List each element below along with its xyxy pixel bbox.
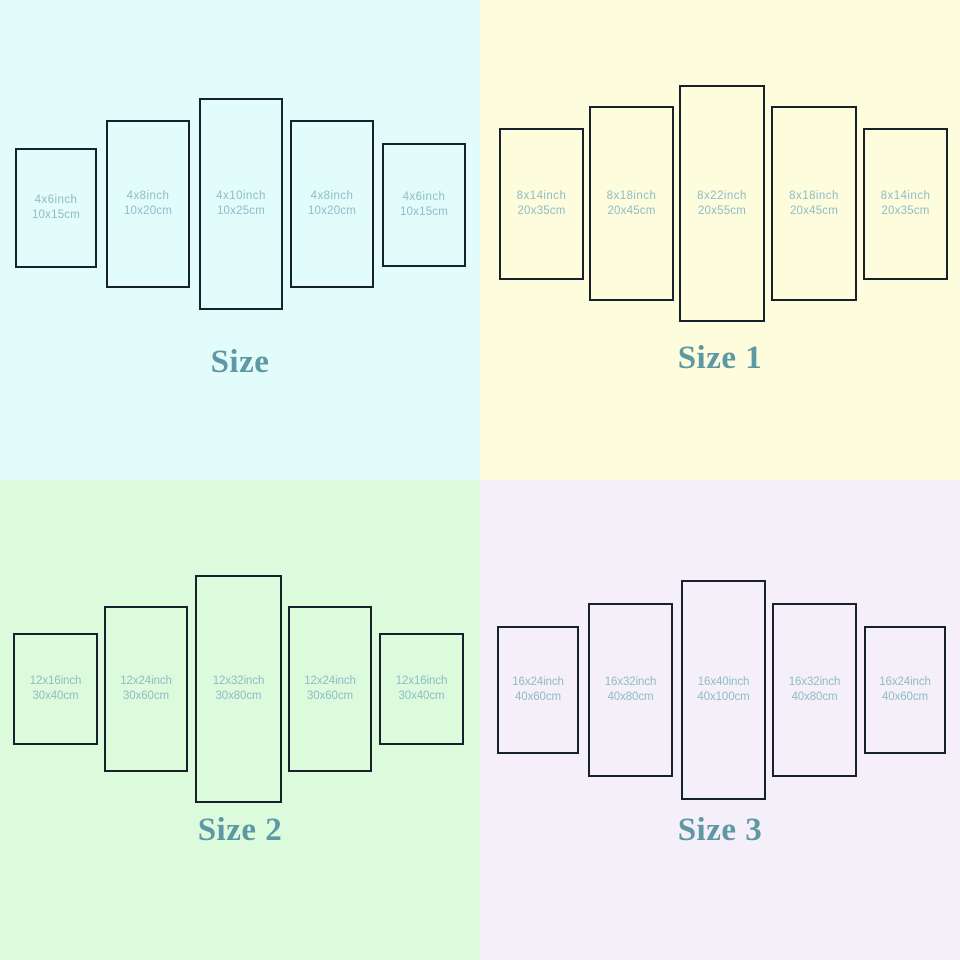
panel-size-inches: 16x24inch [879,676,931,689]
panel-group-size: 4x6inch 10x15cm 4x8inch 10x20cm 4x10inch 10x2… [0,0,480,480]
panel-size-inches: 12x24inch [120,675,172,688]
section-title-size-3: Size 3 [677,812,763,848]
panel-size-inches: 8x18inch [606,189,657,202]
panel-size-cm: 10x20cm [123,205,173,217]
section-size-2: 12x16inch 30x40cm 12x24inch 30x60cm 12x32inc… [0,480,480,960]
panel-size-inches: 16x24inch [512,676,564,689]
panel-size-cm: 40x60cm [882,691,928,703]
size-panel[interactable]: 8x14inch 20x35cm [499,128,584,280]
panel-size-cm: 20x35cm [517,205,566,217]
size-panel[interactable]: 16x32inch 40x80cm [772,603,857,777]
panel-group-size-1: 8x14inch 20x35cm 8x18inch 20x45cm 8x22inch 20… [480,0,960,480]
panel-size-inches: 4x8inch [126,190,170,203]
panel-size-inches: 4x10inch [216,190,266,203]
panel-size-cm: 30x60cm [307,690,353,702]
panel-size-inches: 16x32inch [604,676,657,689]
panel-size-inches: 16x32inch [788,676,841,689]
section-size-3: 16x24inch 40x60cm 16x32inch 40x80cm 16x40inc… [480,480,960,960]
panel-group-size-2: 12x16inch 30x40cm 12x24inch 30x60cm 12x32inc… [0,480,480,960]
panel-size-inches: 12x16inch [395,675,448,688]
section-size: 4x6inch 10x15cm 4x8inch 10x20cm 4x10inch 10x2… [0,0,480,480]
panel-size-inches: 4x8inch [310,190,354,203]
panel-size-inches: 12x16inch [29,675,82,688]
panel-size-cm: 20x35cm [881,205,930,217]
panel-size-cm: 10x20cm [307,205,357,217]
section-title-size-1: Size 1 [677,340,763,376]
size-panel[interactable]: 12x24inch 30x60cm [104,606,188,772]
size-panel[interactable]: 12x16inch 30x40cm [13,633,98,745]
size-panel[interactable]: 8x22inch 20x55cm [679,85,765,322]
panel-size-cm: 40x100cm [697,691,750,703]
panel-size-cm: 30x40cm [398,690,445,702]
size-panel[interactable]: 12x16inch 30x40cm [379,633,464,745]
size-panel[interactable]: 4x8inch 10x20cm [290,120,374,288]
panel-size-inches: 16x40inch [697,676,750,689]
panel-size-inches: 12x24inch [304,675,356,688]
panel-size-cm: 40x60cm [515,691,561,703]
section-title-size: Size [210,344,270,380]
section-title-size-2: Size 2 [197,812,283,848]
section-size-1: 8x14inch 20x35cm 8x18inch 20x45cm 8x22inch 20… [480,0,960,480]
size-panel[interactable]: 4x10inch 10x25cm [199,98,283,310]
panel-size-cm: 30x40cm [32,690,79,702]
size-panel[interactable]: 16x24inch 40x60cm [864,626,946,754]
panel-size-cm: 20x55cm [697,204,747,217]
panel-size-cm: 10x15cm [399,206,449,218]
panel-size-cm: 10x15cm [31,209,81,221]
panel-size-inches: 4x6inch [402,191,446,204]
size-panel[interactable]: 16x40inch 40x100cm [681,580,766,800]
panel-size-cm: 20x45cm [789,204,839,217]
size-panel[interactable]: 4x8inch 10x20cm [106,120,190,288]
panel-size-inches: 8x14inch [880,190,931,203]
panel-size-inches: 8x22inch [697,189,747,202]
panel-size-cm: 40x80cm [607,691,654,703]
size-panel[interactable]: 12x24inch 30x60cm [288,606,372,772]
size-panel[interactable]: 16x32inch 40x80cm [588,603,673,777]
panel-size-inches: 8x18inch [789,189,839,202]
panel-size-cm: 30x80cm [215,690,262,702]
panel-size-cm: 30x60cm [123,690,169,702]
size-panel[interactable]: 8x18inch 20x45cm [771,106,857,301]
panel-size-inches: 8x14inch [516,190,567,203]
panel-group-size-3: 16x24inch 40x60cm 16x32inch 40x80cm 16x40inc… [480,480,960,960]
panel-size-inches: 4x6inch [34,194,78,207]
panel-size-cm: 20x45cm [607,204,656,217]
panel-size-inches: 12x32inch [212,675,265,688]
size-panel[interactable]: 8x18inch 20x45cm [589,106,674,301]
size-panel[interactable]: 16x24inch 40x60cm [497,626,579,754]
panel-size-cm: 10x25cm [216,205,266,217]
size-panel[interactable]: 12x32inch 30x80cm [195,575,282,803]
size-panel[interactable]: 4x6inch 10x15cm [15,148,97,268]
size-panel[interactable]: 8x14inch 20x35cm [863,128,948,280]
size-panel[interactable]: 4x6inch 10x15cm [382,143,466,267]
panel-size-cm: 40x80cm [791,691,838,703]
